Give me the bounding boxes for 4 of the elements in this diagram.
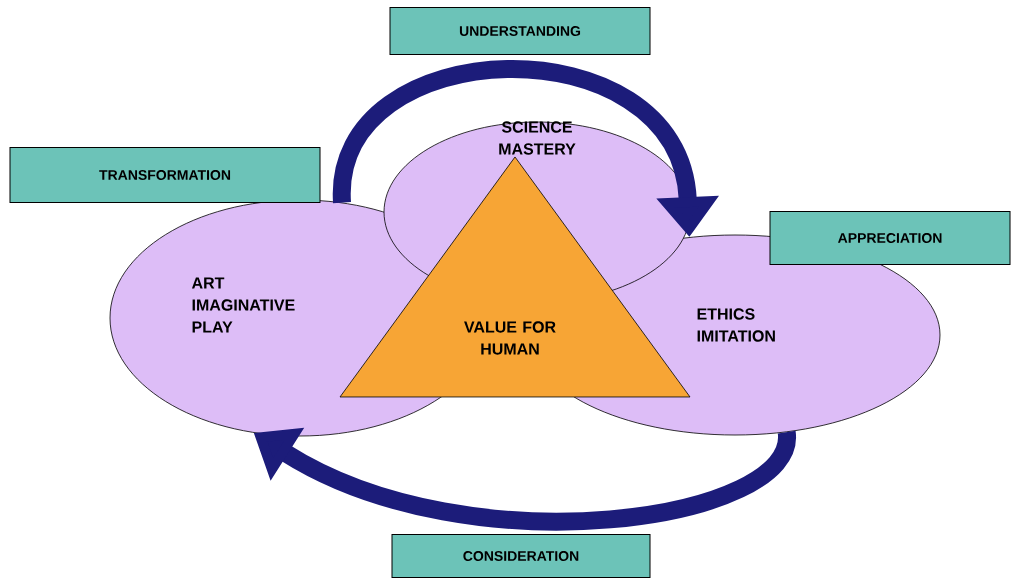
label-box: TRANSFORMATION (9, 147, 321, 203)
label-box: CONSIDERATION (391, 534, 651, 578)
label-box: APPRECIATION (769, 211, 1011, 265)
label-box: UNDERSTANDING (389, 7, 651, 55)
